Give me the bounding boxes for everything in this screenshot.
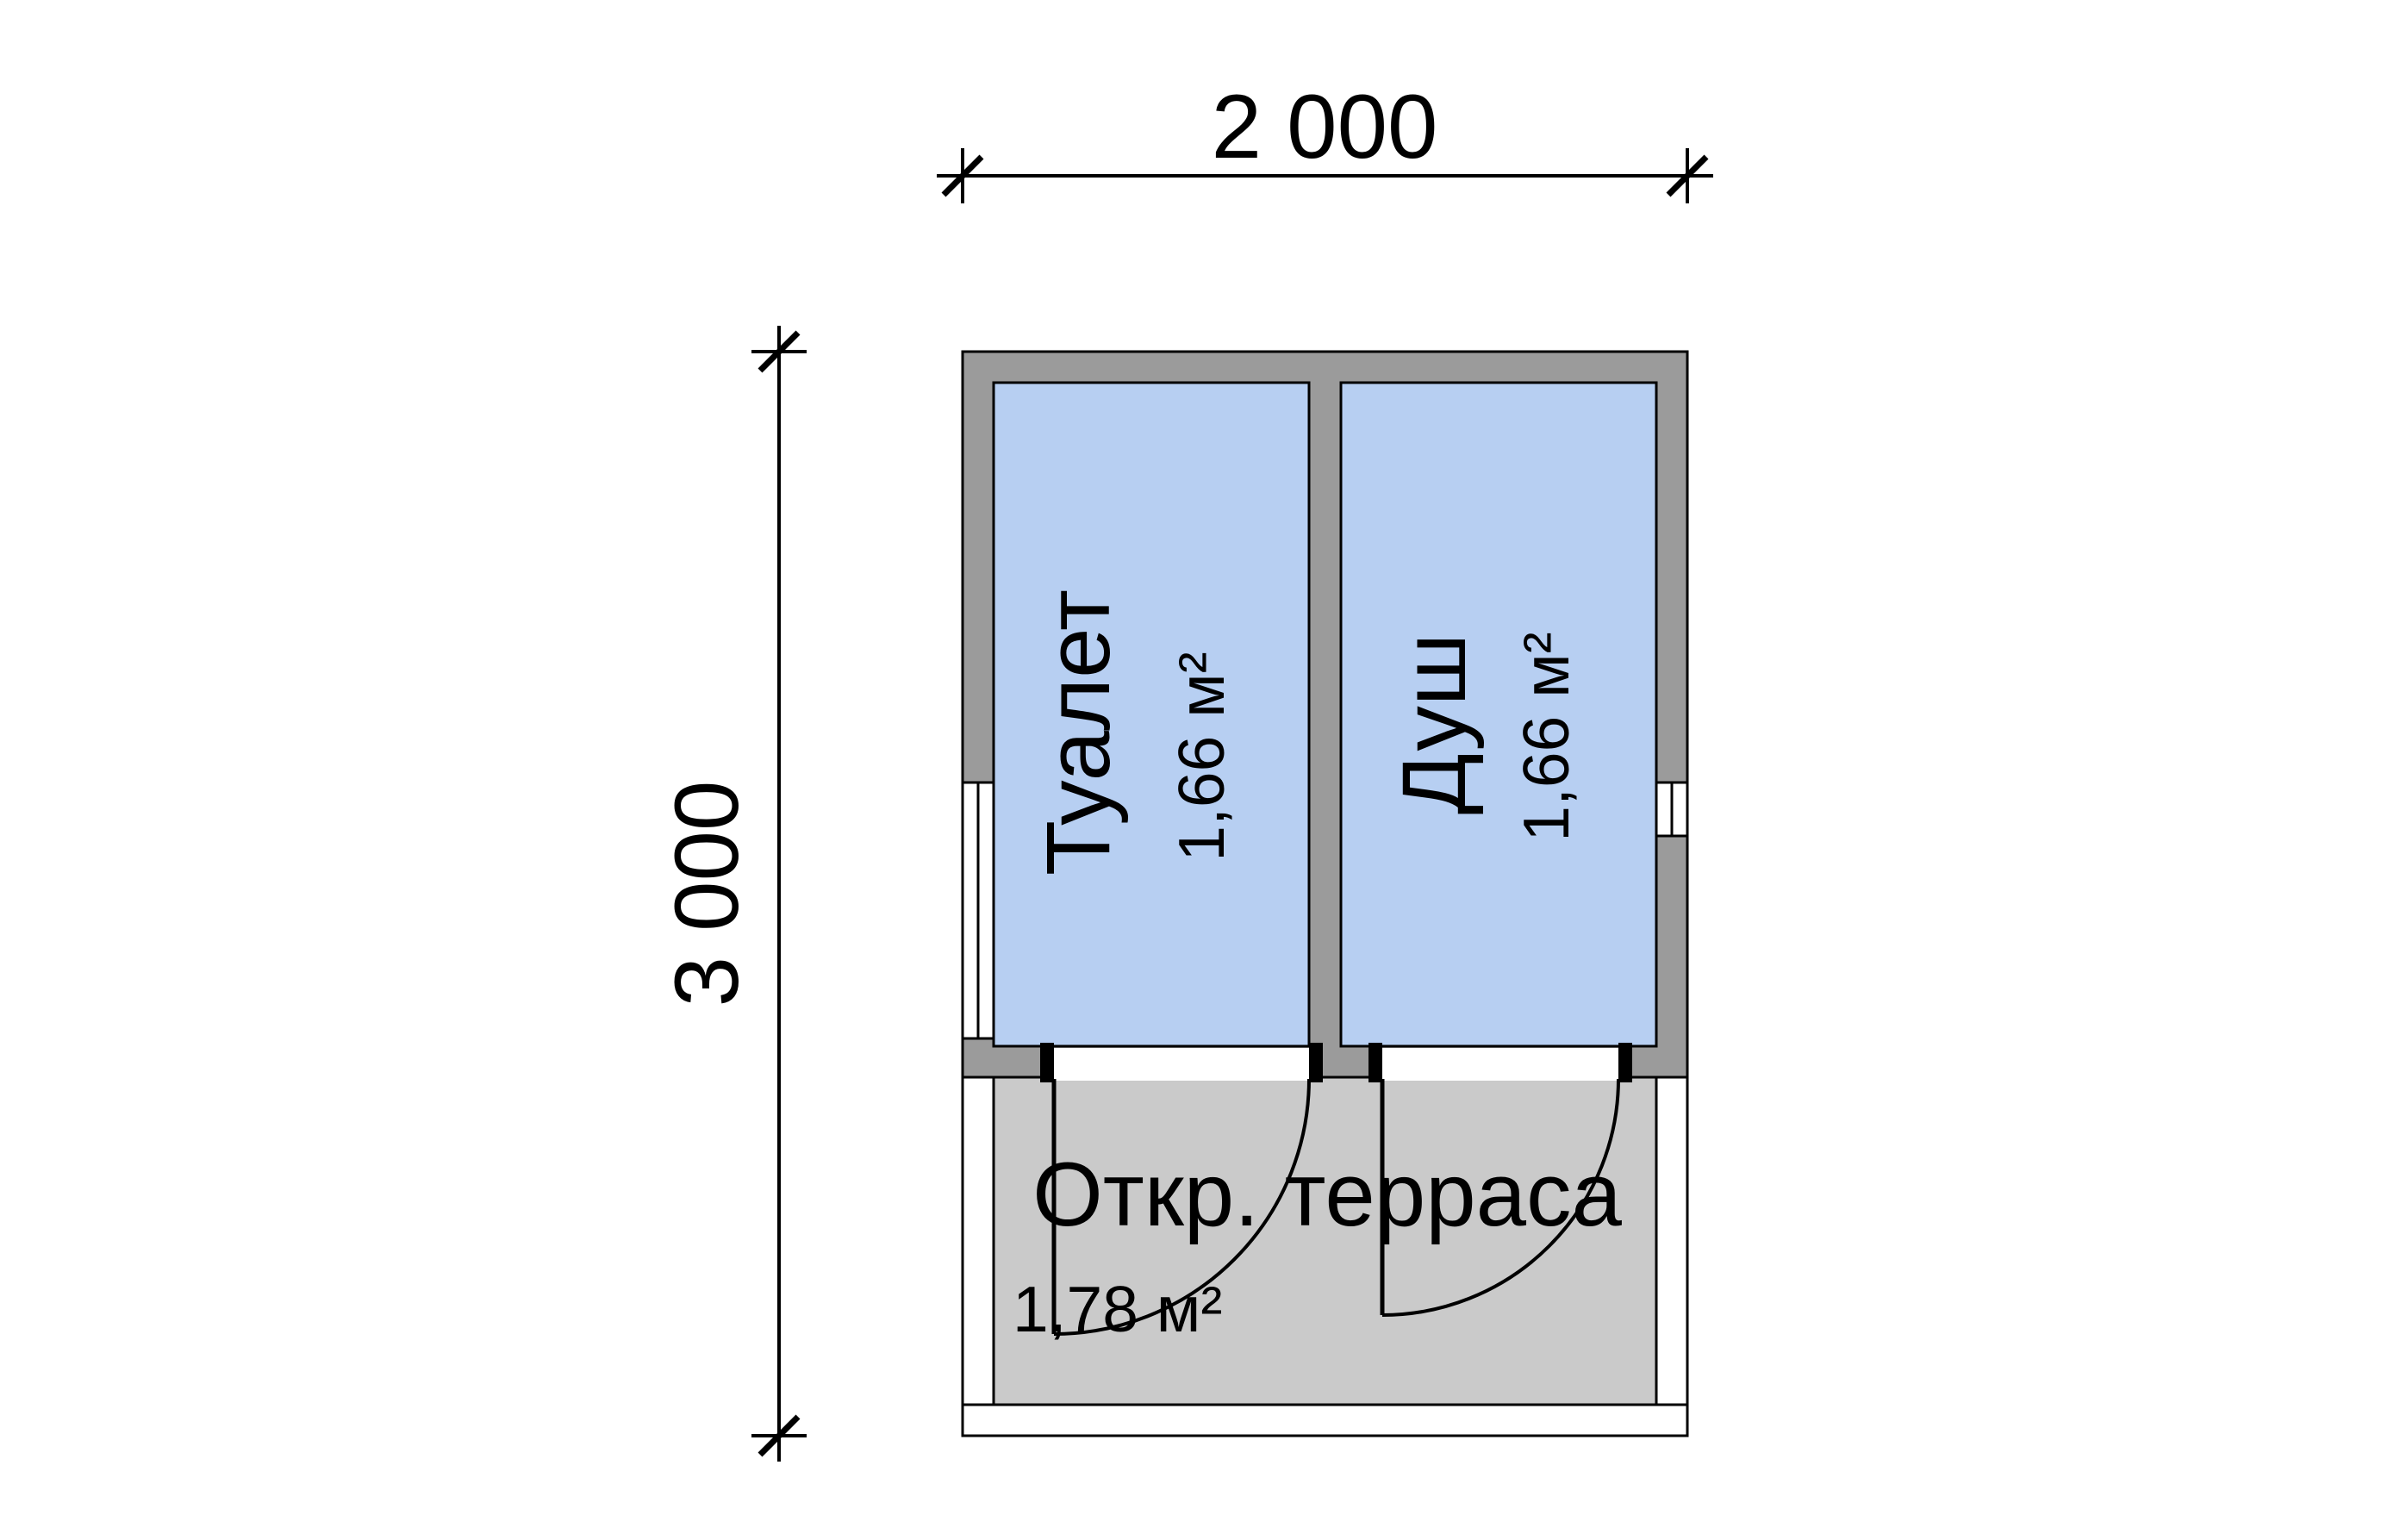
dimension-height-slash-top xyxy=(757,330,801,373)
terrace-floor xyxy=(961,1076,1689,1437)
dimension-height-slash-bottom xyxy=(757,1414,801,1457)
door-opening-shower xyxy=(1382,1048,1618,1081)
room-shower-area: 1,66 м² xyxy=(1510,632,1582,841)
terrace-edge-bottom xyxy=(961,1403,1689,1437)
dimension-width-slash-right xyxy=(1666,154,1709,197)
room-toilet-label: Туалет xyxy=(1028,589,1129,876)
terrace-area: 1,78 м² xyxy=(1013,1273,1222,1345)
door-jamb-toilet-right xyxy=(1309,1043,1323,1082)
dimension-width: 2 000 xyxy=(937,77,1713,203)
room-labels: Туалет 1,66 м² Душ 1,66 м² Откр. терраса… xyxy=(1013,589,1623,1345)
door-jamb-toilet-left xyxy=(1040,1043,1054,1082)
room-toilet-area: 1,66 м² xyxy=(1165,652,1238,861)
terrace-edge-left xyxy=(961,1076,995,1437)
door-jamb-shower-right xyxy=(1618,1043,1632,1082)
door-jamb-shower-left xyxy=(1368,1043,1382,1082)
dimension-width-slash-left xyxy=(941,154,984,197)
door-opening-toilet xyxy=(1054,1048,1309,1081)
terrace-edge-right xyxy=(1655,1076,1689,1437)
doors xyxy=(1040,1043,1632,1336)
windows xyxy=(961,781,1689,1040)
dimension-height: 3 000 xyxy=(657,326,807,1462)
dimension-height-value: 3 000 xyxy=(657,781,757,1007)
room-shower-label: Душ xyxy=(1384,633,1485,814)
room-toilet-floor xyxy=(992,381,1311,1048)
building xyxy=(961,350,1689,1079)
dimension-width-value: 2 000 xyxy=(1212,77,1438,178)
terrace-label: Откр. терраса xyxy=(1032,1144,1622,1245)
door-swing-toilet xyxy=(1053,1078,1311,1336)
door-swing-shower xyxy=(1381,1078,1620,1317)
terrace xyxy=(961,1076,1689,1437)
room-shower-floor xyxy=(1339,381,1658,1048)
